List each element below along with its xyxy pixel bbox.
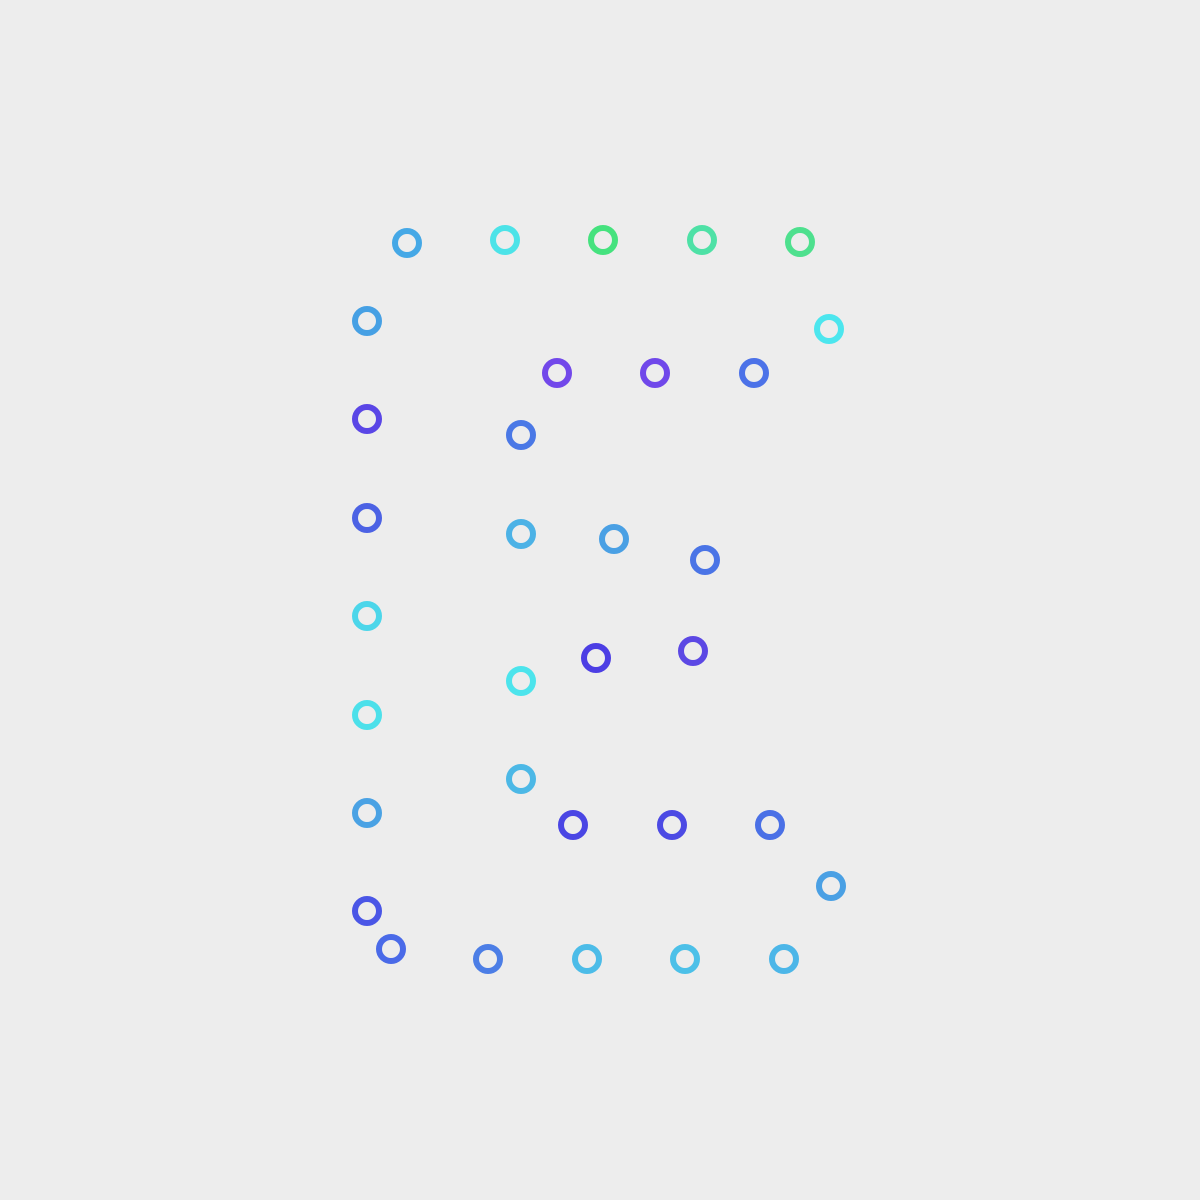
- ring-dot: [670, 944, 700, 974]
- ring-dot: [769, 944, 799, 974]
- ring-dot: [657, 810, 687, 840]
- ring-dot: [506, 666, 536, 696]
- ring-dot: [678, 636, 708, 666]
- ring-dot: [352, 306, 382, 336]
- ring-dot: [473, 944, 503, 974]
- ring-dot: [352, 896, 382, 926]
- ring-dot: [572, 944, 602, 974]
- ring-dot: [506, 420, 536, 450]
- ring-dot: [376, 934, 406, 964]
- ring-dot: [785, 227, 815, 257]
- ring-dot: [352, 601, 382, 631]
- ring-dot: [687, 225, 717, 255]
- ring-dot: [352, 404, 382, 434]
- ring-dot: [558, 810, 588, 840]
- ring-dot: [490, 225, 520, 255]
- ring-dot: [352, 700, 382, 730]
- ring-dot: [506, 519, 536, 549]
- ring-dot: [352, 503, 382, 533]
- ring-dot: [814, 314, 844, 344]
- ring-dot: [352, 798, 382, 828]
- ring-dot: [690, 545, 720, 575]
- ring-dot: [588, 225, 618, 255]
- ring-dot: [506, 764, 536, 794]
- ring-dot: [599, 524, 629, 554]
- ring-dot: [816, 871, 846, 901]
- ring-dot: [542, 358, 572, 388]
- ring-dot: [392, 228, 422, 258]
- ring-dot: [755, 810, 785, 840]
- ring-dot: [739, 358, 769, 388]
- ring-dot: [640, 358, 670, 388]
- ring-dot: [581, 643, 611, 673]
